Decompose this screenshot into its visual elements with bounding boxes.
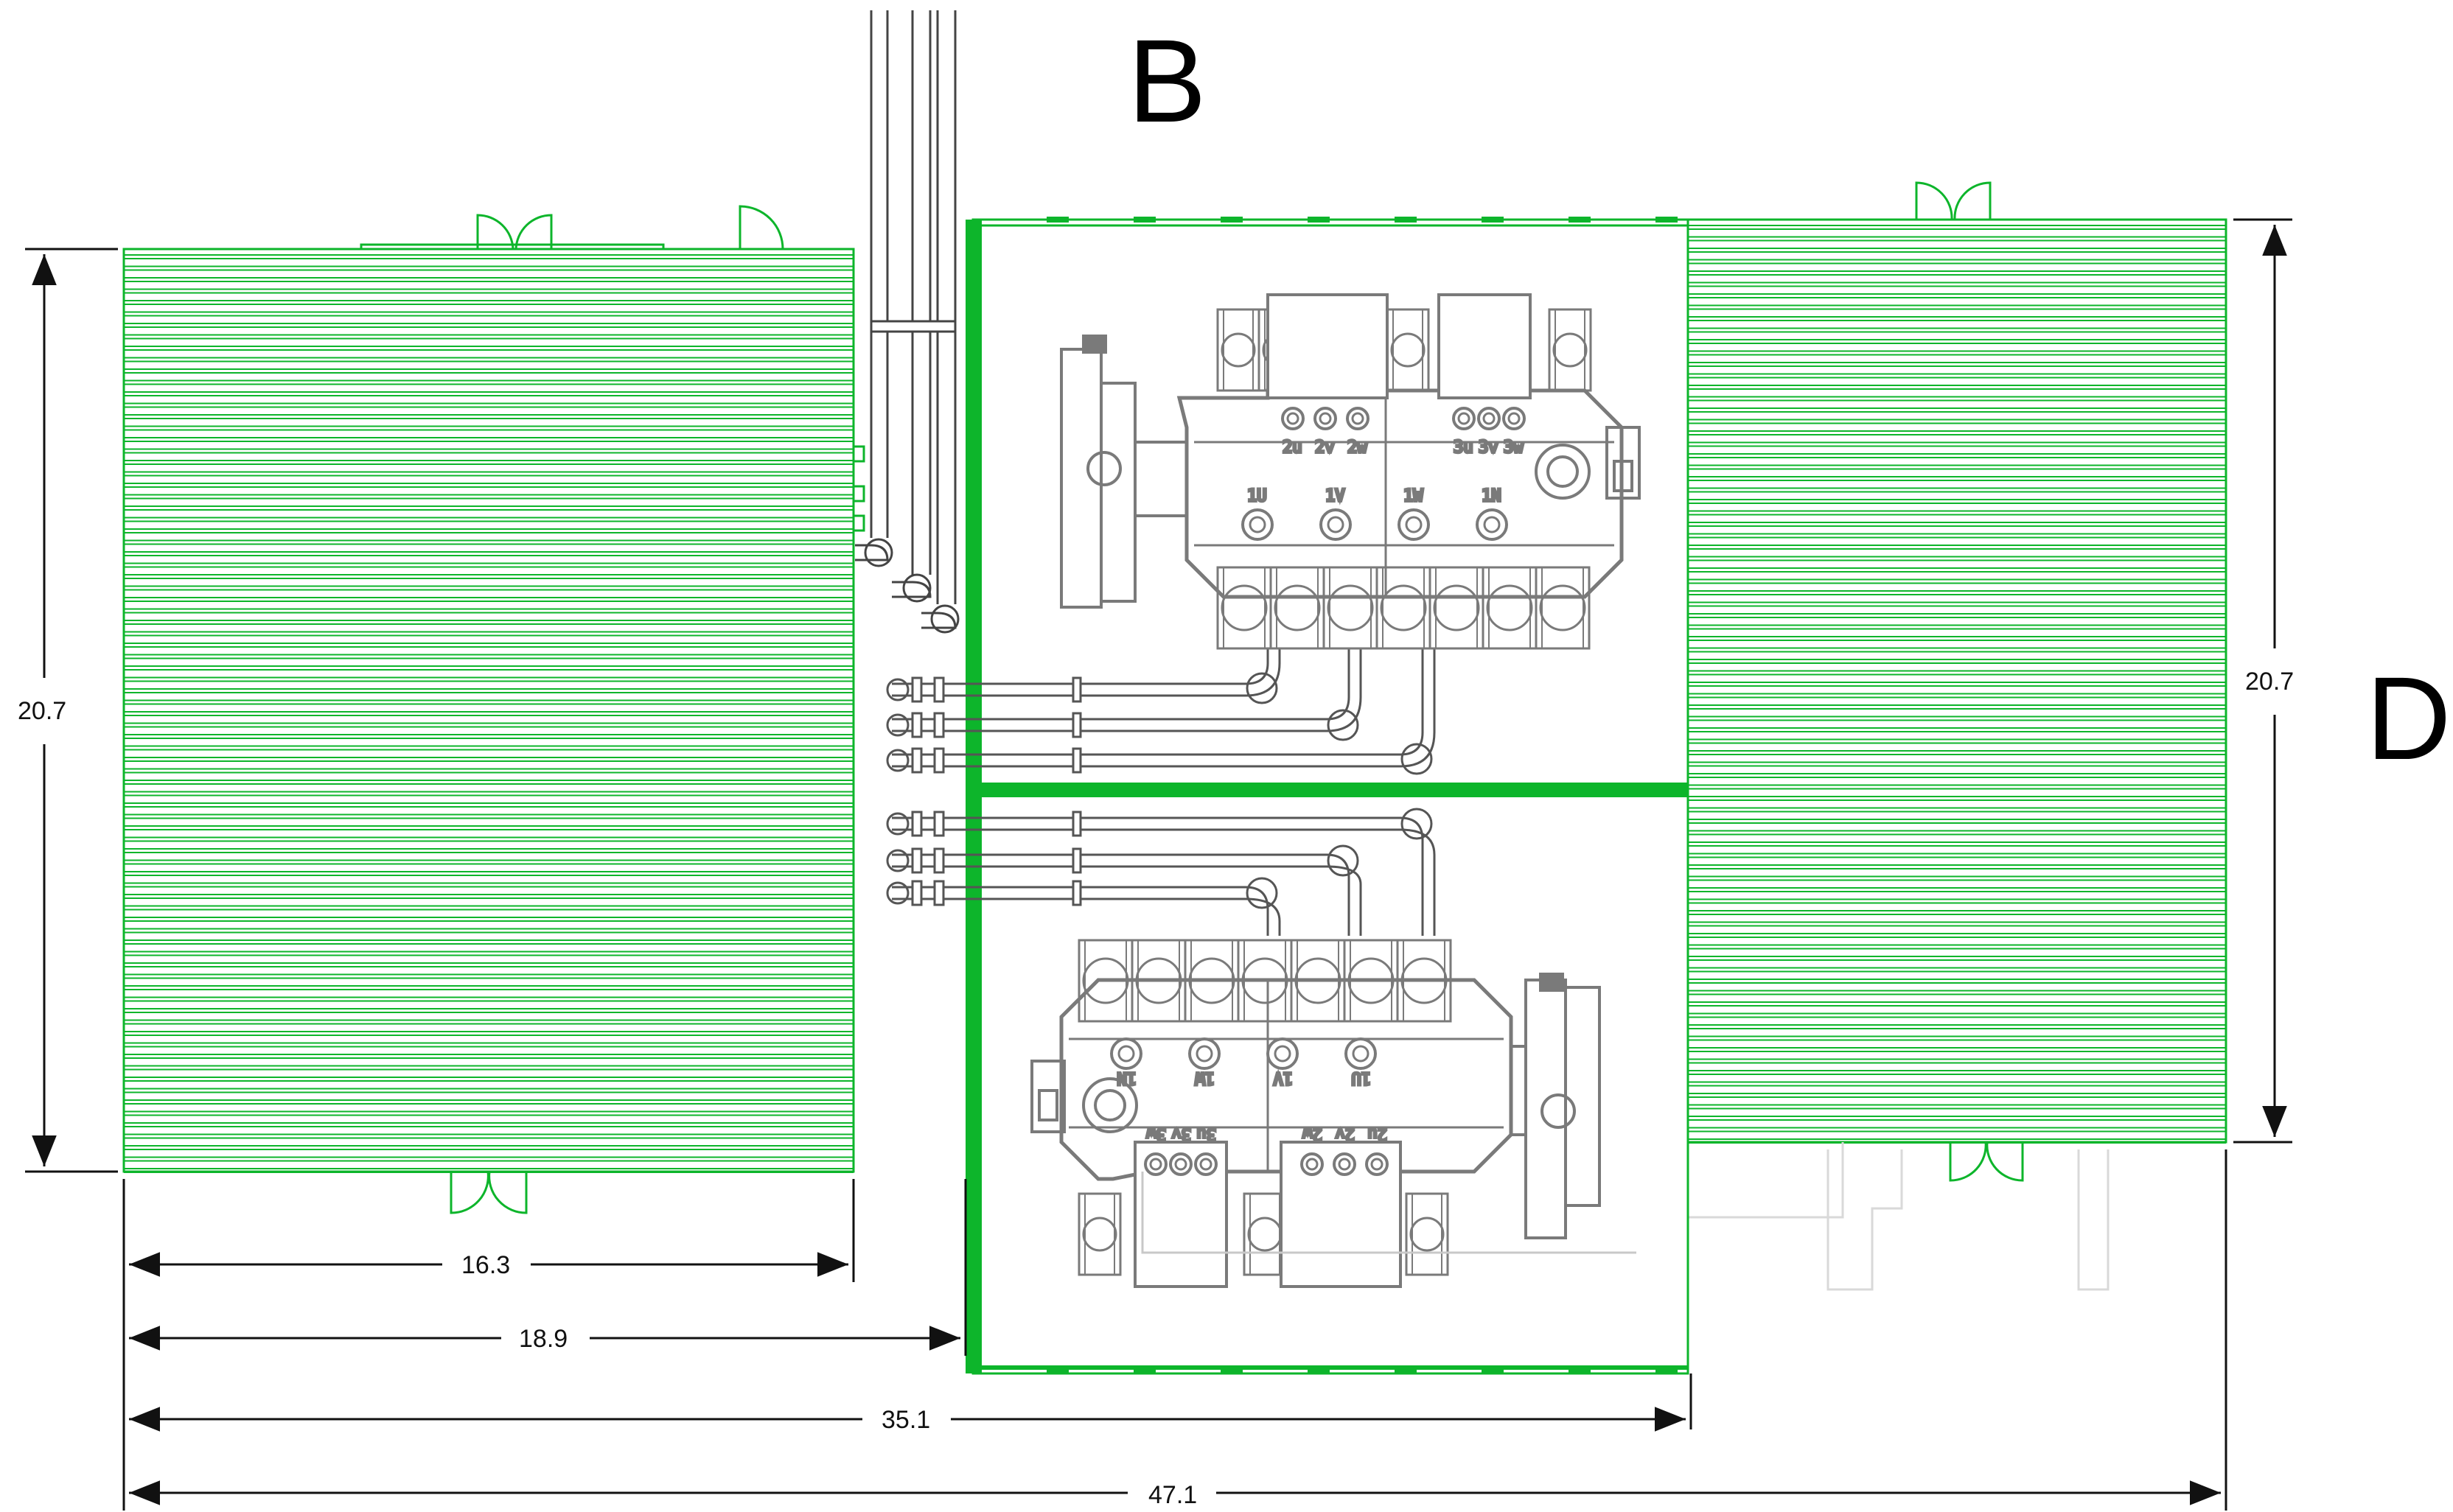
radiator xyxy=(1535,566,1591,650)
radiator xyxy=(1216,566,1272,650)
door-icon xyxy=(1915,181,2024,1182)
lv-terminal-bushing xyxy=(1452,407,1476,430)
cable-runs-bottom xyxy=(886,808,1436,936)
orientation-label-north: B xyxy=(1128,15,1207,147)
dimension-right-height: 20.7 xyxy=(2245,668,2294,696)
hv-terminal-bushing xyxy=(1319,508,1352,541)
dimension-47-1: 47.1 xyxy=(1148,1481,1197,1509)
lv-terminal-label: 3w xyxy=(1504,438,1524,457)
lv-terminal-bushing xyxy=(1144,1152,1168,1176)
hv-terminal-bushing xyxy=(1476,508,1508,541)
lv-terminal-label: 2w xyxy=(1302,1124,1322,1143)
transformer-bottom: 1N 1W 1V 1U 3w 3v 3u 2w 2v 2u xyxy=(1030,939,1636,1288)
radiator xyxy=(1216,308,1260,392)
right-building-hatch xyxy=(1688,225,2226,1144)
hv-terminal-bushing xyxy=(1188,1037,1221,1070)
lv-terminal-bushing xyxy=(1194,1152,1218,1176)
cable-ducts-north xyxy=(855,10,960,634)
radiator xyxy=(1405,1192,1449,1276)
dimension-left-height: 20.7 xyxy=(18,697,66,725)
transformer-top: 1U 1V 1W 1N 2u 2v 2w 3u 3v 3w xyxy=(1060,293,1641,650)
radiator xyxy=(1322,566,1378,650)
lv-terminal-bushing xyxy=(1502,407,1526,430)
door-icon xyxy=(450,205,784,1214)
lv-terminal-bushing xyxy=(1169,1152,1193,1176)
firewall-middle xyxy=(973,783,1688,797)
hv-terminal-label: 1N xyxy=(1117,1068,1137,1087)
hv-terminal-bushing xyxy=(1110,1037,1142,1070)
lv-terminal-label: 2u xyxy=(1368,1124,1388,1143)
lv-terminal-label: 3v xyxy=(1172,1124,1192,1143)
lv-terminal-bushing xyxy=(1313,407,1337,430)
radiator xyxy=(1269,566,1325,650)
dimension-18-9: 18.9 xyxy=(519,1325,568,1353)
dimension-35-1: 35.1 xyxy=(882,1406,930,1434)
lv-terminal-label: 3u xyxy=(1454,438,1473,457)
orientation-label-east: D xyxy=(2366,652,2452,784)
lv-terminal-label: 3u xyxy=(1197,1124,1217,1143)
lv-terminal-bushing xyxy=(1281,407,1305,430)
hv-terminal-bushing xyxy=(1241,508,1274,541)
lv-terminal-label: 3v xyxy=(1479,438,1498,457)
hv-terminal-label: 1U xyxy=(1352,1068,1372,1087)
lv-terminal-bushing xyxy=(1365,1152,1389,1176)
lv-terminal-label: 2w xyxy=(1347,438,1367,457)
left-building-block xyxy=(122,205,865,1214)
lv-terminal-bushing xyxy=(1346,407,1369,430)
lv-terminal-label: 2v xyxy=(1336,1124,1355,1143)
hv-terminal-label: 1V xyxy=(1274,1068,1294,1087)
hv-terminal-label: 1W xyxy=(1403,487,1423,505)
hv-terminal-label: 1W xyxy=(1195,1068,1215,1087)
lv-terminal-label: 2u xyxy=(1283,438,1302,457)
hv-terminal-label: 1U xyxy=(1247,487,1267,505)
radiator xyxy=(1428,566,1484,650)
right-building-block xyxy=(1686,181,2227,1182)
lv-terminal-bushing xyxy=(1477,407,1501,430)
dimension-16-3: 16.3 xyxy=(461,1251,510,1279)
lv-terminal-label: 2v xyxy=(1315,438,1335,457)
radiator xyxy=(1482,566,1538,650)
hv-terminal-label: 1N xyxy=(1482,487,1501,505)
dimension-lines xyxy=(25,218,2292,1511)
hv-terminal-label: 1V xyxy=(1325,487,1345,505)
lv-terminal-label: 3w xyxy=(1146,1124,1166,1143)
radiator xyxy=(1078,1192,1122,1276)
left-building-hatch xyxy=(124,254,854,1173)
lv-terminal-bushing xyxy=(1333,1152,1356,1176)
lv-terminal-bushing xyxy=(1300,1152,1324,1176)
hv-terminal-bushing xyxy=(1266,1037,1299,1070)
cable-runs-top xyxy=(886,645,1436,775)
hv-terminal-bushing xyxy=(1398,508,1430,541)
hv-terminal-bushing xyxy=(1344,1037,1377,1070)
